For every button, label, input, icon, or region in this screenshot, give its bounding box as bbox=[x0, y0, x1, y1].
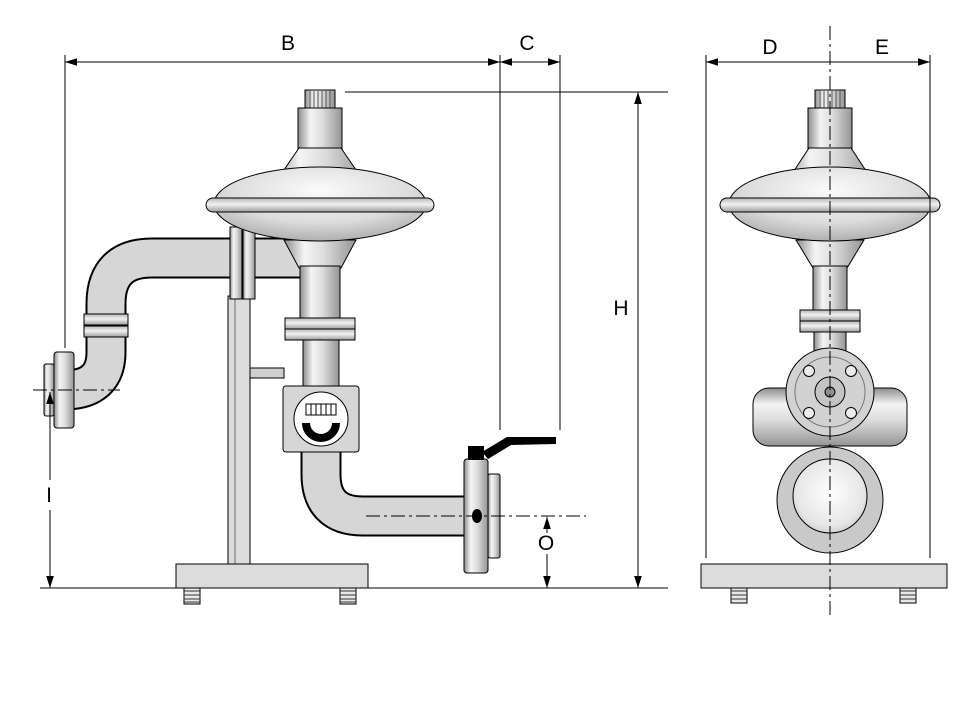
front-stud-threads-right bbox=[900, 590, 916, 600]
elbow-flange-joint bbox=[83, 313, 129, 338]
elbow-flange-plate-upper bbox=[83, 313, 129, 326]
dimension-arrowheads bbox=[46, 58, 930, 588]
dim-label-h: H bbox=[613, 297, 628, 320]
arrow-i-bottom bbox=[46, 576, 54, 588]
arrow-h-top bbox=[634, 92, 642, 104]
adjuster-cap-knurl bbox=[309, 91, 331, 108]
valve-neck bbox=[299, 265, 341, 321]
arrow-e-right bbox=[918, 58, 930, 66]
neck-flange-upper bbox=[284, 317, 356, 330]
flange-bolt-4 bbox=[845, 407, 857, 419]
outlet-elbow-pipe bbox=[300, 452, 472, 537]
outlet-valve bbox=[463, 437, 556, 574]
dim-label-e: E bbox=[875, 36, 889, 59]
lower-neck bbox=[302, 339, 340, 389]
arrow-c-right bbox=[548, 58, 560, 66]
stand-bracket bbox=[249, 367, 285, 379]
flange-bolt-3 bbox=[803, 407, 815, 419]
arrow-h-bottom bbox=[634, 576, 642, 588]
meter-counter-digits bbox=[310, 404, 332, 415]
ball-valve-handle bbox=[482, 437, 556, 459]
neck-flange-lower bbox=[284, 328, 356, 341]
side-view bbox=[43, 89, 556, 605]
flange-bolt-2 bbox=[845, 365, 857, 377]
side-base bbox=[175, 563, 369, 605]
dim-label-b: B bbox=[281, 32, 295, 55]
dim-label-i: I bbox=[46, 484, 52, 507]
arrow-o-bottom bbox=[543, 576, 551, 588]
stand-post bbox=[227, 295, 251, 565]
dim-label-d: D bbox=[762, 36, 777, 59]
arrow-d-left bbox=[706, 58, 718, 66]
flange-bolt-1 bbox=[803, 365, 815, 377]
inlet-elbow-pipe bbox=[62, 237, 312, 411]
spring-housing bbox=[297, 107, 343, 151]
arrow-i-top bbox=[46, 392, 54, 404]
arrow-b-left bbox=[65, 58, 77, 66]
front-base-plate bbox=[700, 563, 948, 589]
arrow-c-left bbox=[500, 58, 512, 66]
dim-label-o: O bbox=[538, 532, 554, 555]
base-plate bbox=[175, 563, 369, 589]
stud-threads-left bbox=[184, 590, 200, 603]
outlet-elbow-body bbox=[302, 452, 472, 535]
centerlines bbox=[33, 26, 831, 618]
mounting-stand bbox=[227, 295, 285, 565]
dim-label-c: C bbox=[519, 32, 534, 55]
front-cap-knurl bbox=[819, 91, 841, 108]
valve-stem bbox=[468, 446, 484, 460]
pressure-regulator bbox=[205, 89, 435, 453]
arrow-b-right bbox=[488, 58, 500, 66]
front-view bbox=[700, 89, 948, 604]
arrow-o-top bbox=[543, 517, 551, 529]
dimension-labels: B C D E H I O bbox=[46, 32, 889, 555]
inlet-pipe-flange-pair bbox=[229, 226, 256, 300]
front-base bbox=[700, 563, 948, 604]
inlet-elbow-body bbox=[63, 239, 312, 409]
meter-dial-arc bbox=[302, 422, 340, 442]
diaphragm-rim bbox=[205, 197, 435, 213]
pipe-flange-plate-right bbox=[242, 226, 256, 300]
dimension-lines bbox=[40, 55, 931, 589]
pipe-flange-plate-left bbox=[229, 226, 243, 300]
stud-threads-right bbox=[340, 590, 356, 603]
front-stud-threads-left bbox=[731, 590, 747, 600]
elbow-flange-plate-lower bbox=[83, 325, 129, 338]
